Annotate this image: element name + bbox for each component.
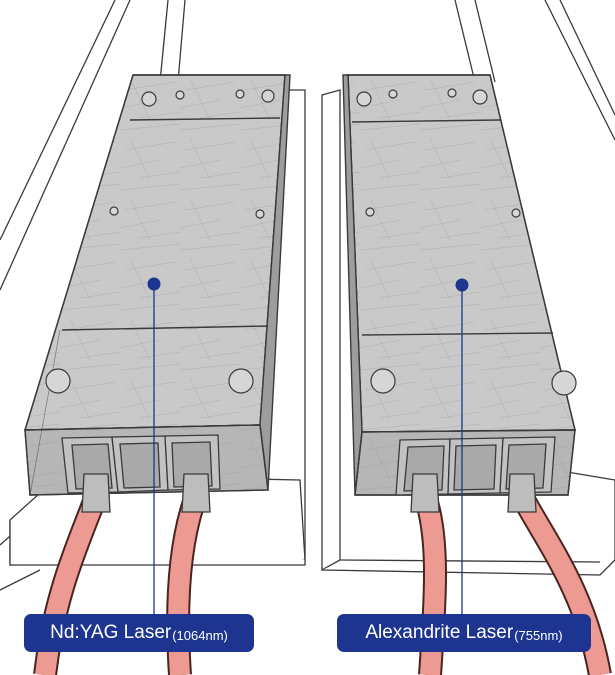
alexandrite-label-name: Alexandrite Laser	[365, 622, 514, 643]
nd-yag-module	[24, 74, 291, 614]
alexandrite-label: Alexandrite Laser(755nm)	[337, 614, 591, 652]
cable-ferrules	[81, 473, 537, 513]
marker-dot	[455, 278, 469, 292]
nd-yag-label-name: Nd:YAG Laser	[50, 622, 172, 643]
nd-yag-label-wavelength: (1064nm)	[172, 627, 228, 643]
nd-yag-label: Nd:YAG Laser(1064nm)	[24, 614, 254, 652]
alexandrite-module	[342, 74, 577, 614]
marker-dot	[147, 277, 161, 291]
alexandrite-label-wavelength: (755nm)	[514, 627, 563, 643]
